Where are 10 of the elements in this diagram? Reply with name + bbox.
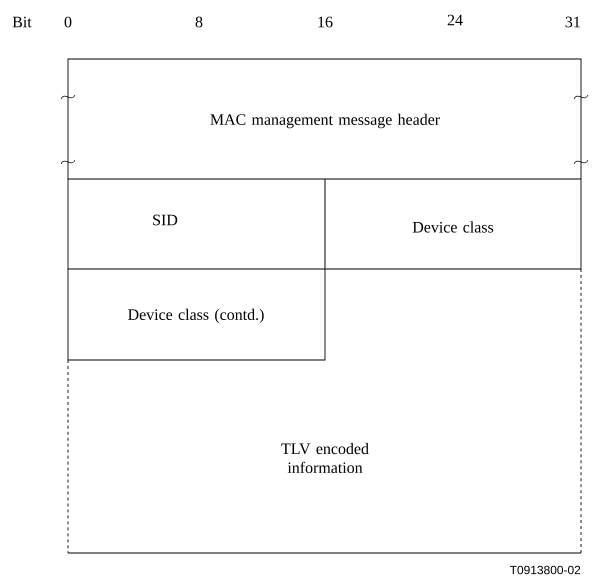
header-field: MAC management message header bbox=[68, 58, 582, 180]
bit-number: 8 bbox=[196, 16, 202, 28]
figure-id: T0913800-02 bbox=[510, 566, 580, 574]
bit-label: Bit bbox=[12, 16, 32, 28]
field-box: Device class bbox=[324, 178, 582, 270]
bit-number: 31 bbox=[566, 16, 580, 28]
bit-number: 16 bbox=[318, 16, 332, 28]
bit-number: 0 bbox=[64, 16, 72, 28]
field-box: SID bbox=[68, 178, 326, 270]
bit-number: 24 bbox=[448, 14, 463, 26]
